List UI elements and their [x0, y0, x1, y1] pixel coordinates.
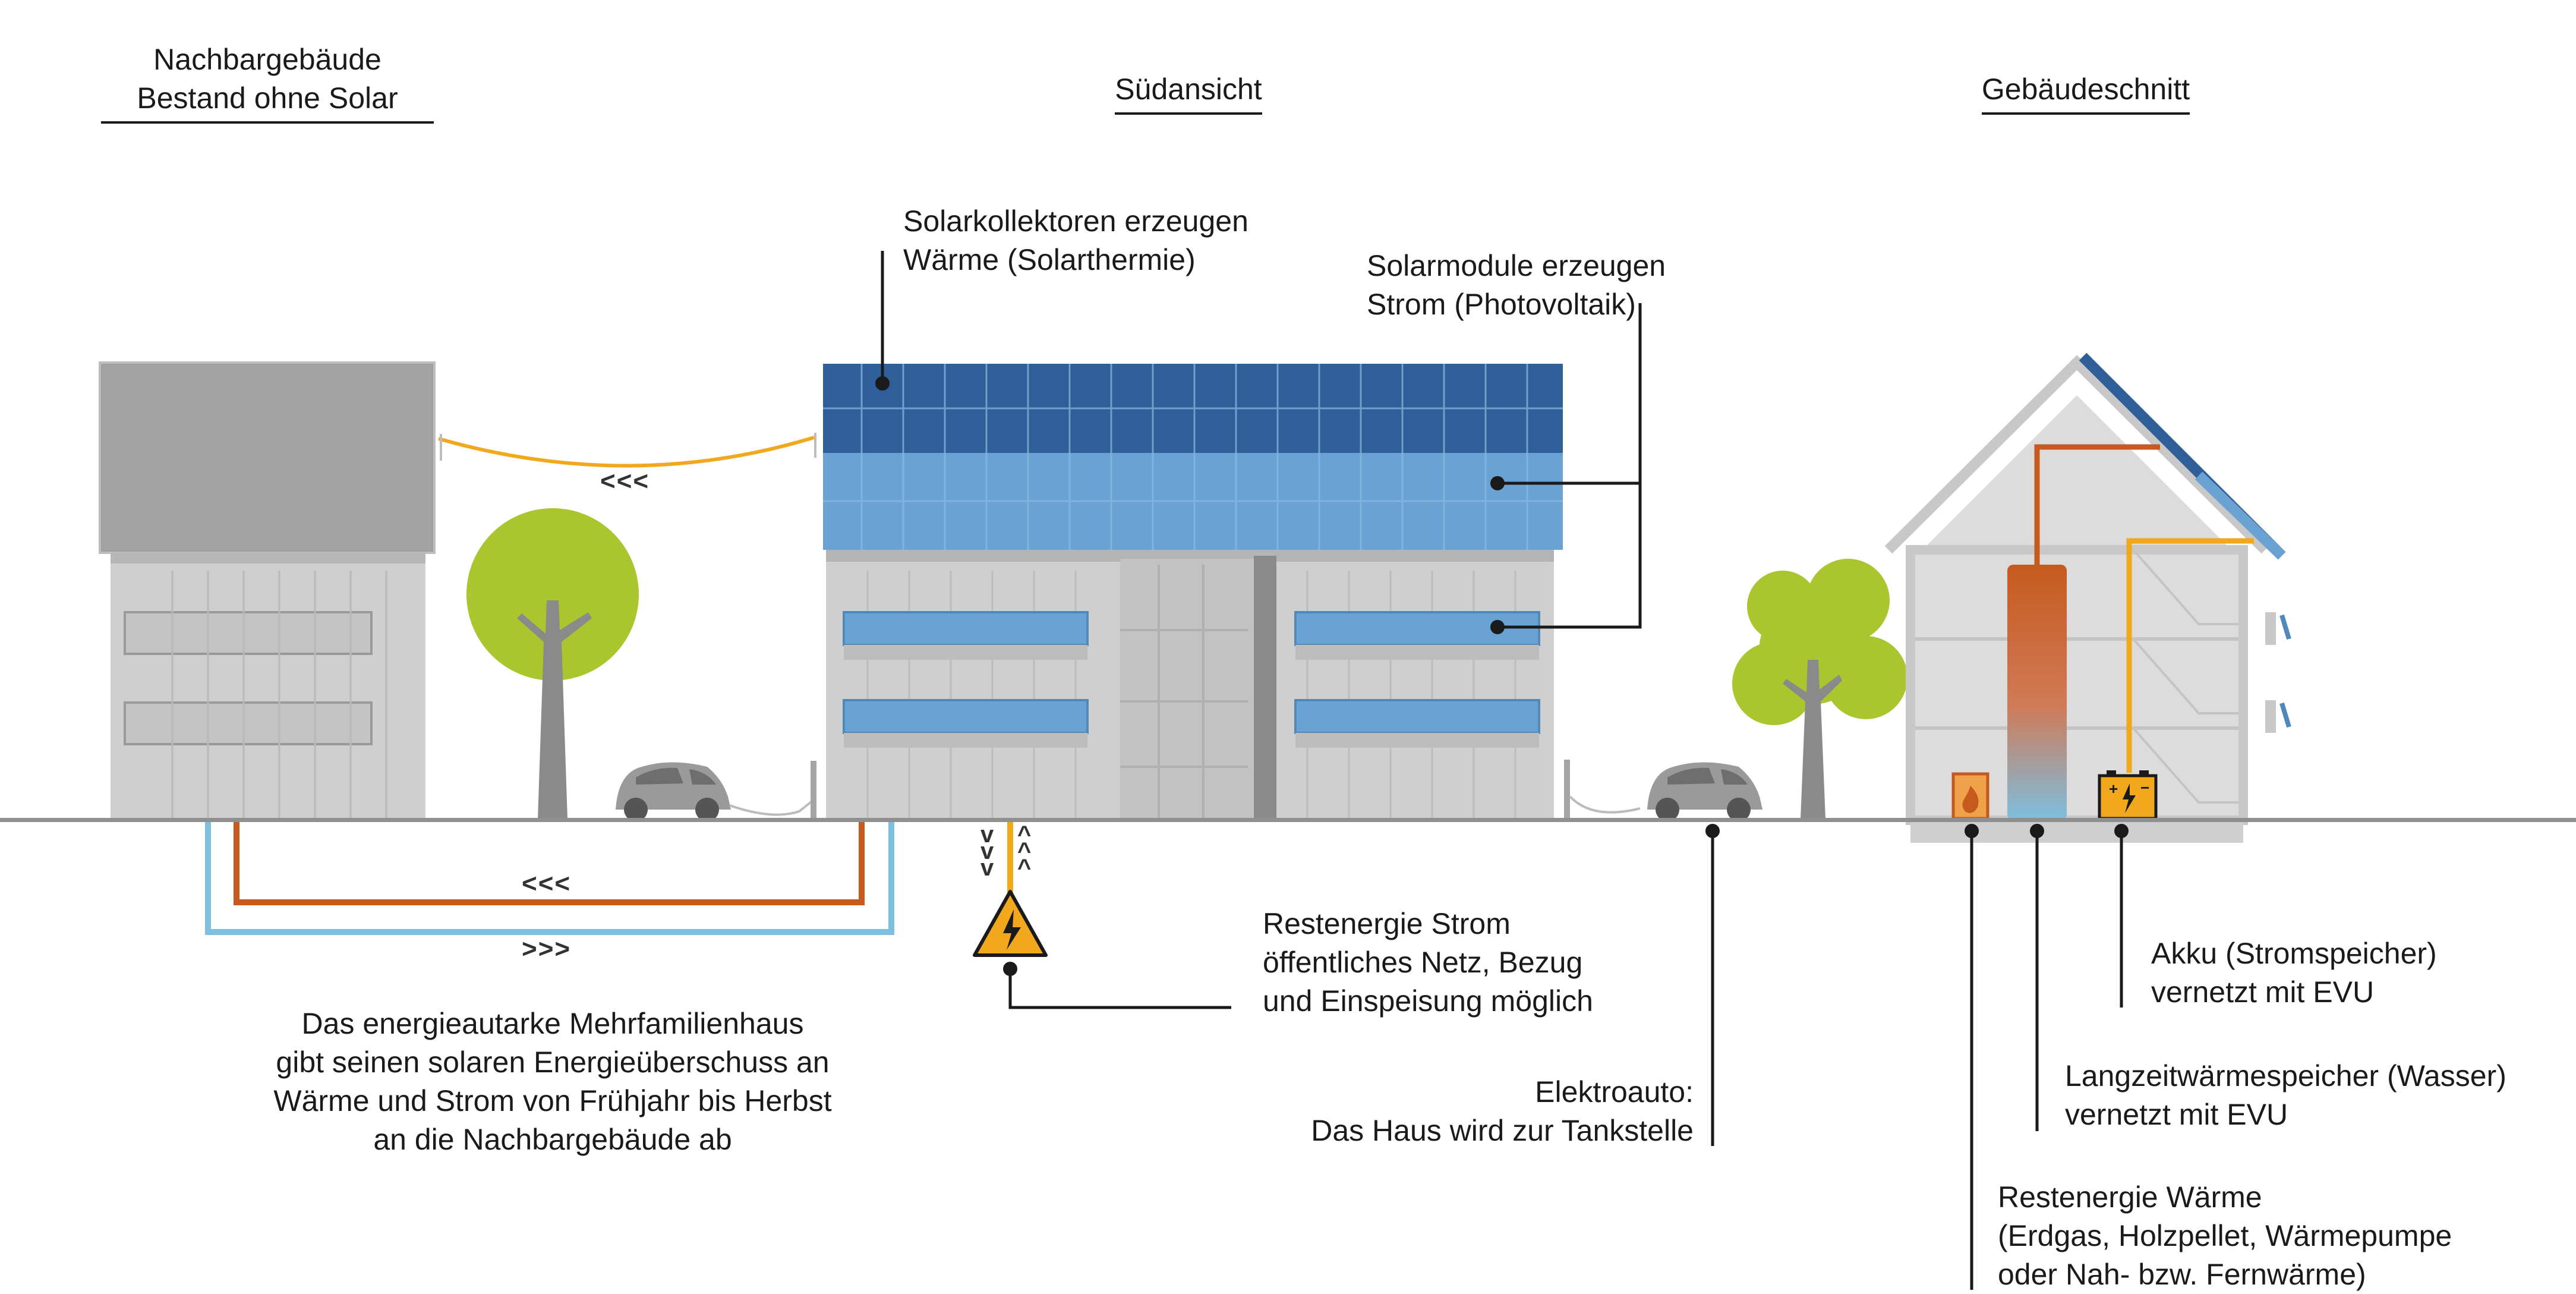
tree-icon — [1732, 559, 1907, 819]
label-restenergie-waerme-line1: Restenergie Wärme — [1998, 1180, 2262, 1214]
label-restenergie-strom-line2: öffentliches Netz, Bezug — [1263, 946, 1583, 979]
leader-dots — [875, 376, 2129, 976]
lightning-warning-icon — [973, 890, 1048, 957]
label-restenergie-strom-line3: und Einspeisung möglich — [1263, 984, 1593, 1018]
label-waermespeicher: Langzeitwärmespeicher (Wasser) vernetzt … — [2065, 1057, 2506, 1134]
label-ueberschuss-line1: Das energieautarke Mehrfamilienhaus — [301, 1007, 804, 1040]
label-restenergie-strom: Restenergie Strom öffentliches Netz, Bez… — [1263, 905, 1593, 1021]
flame-icon — [1951, 772, 1989, 820]
heading-gebaeudeschnitt: Gebäudeschnitt — [1907, 70, 2264, 115]
grid-down-arrows: v v v — [980, 821, 995, 881]
label-photovoltaik-line1: Solarmodule erzeugen — [1367, 249, 1666, 282]
grid-up-arrows: ^ ^ ^ — [1017, 821, 1033, 881]
label-akku-line1: Akku (Stromspeicher) — [2151, 937, 2437, 970]
label-solarthermie: Solarkollektoren erzeugen Wärme (Solarth… — [903, 202, 1248, 279]
section-house — [1884, 352, 2291, 843]
neighbour-building — [99, 361, 436, 819]
tree-icon — [466, 508, 639, 819]
label-akku: Akku (Stromspeicher) vernetzt mit EVU — [2151, 934, 2437, 1012]
label-ueberschuss-line4: an die Nachbargebäude ab — [373, 1123, 732, 1156]
ground-line — [0, 818, 2576, 822]
heading-gebaeudeschnitt-text: Gebäudeschnitt — [1981, 70, 2190, 115]
label-solarthermie-line1: Solarkollektoren erzeugen — [903, 204, 1248, 238]
main-building — [823, 364, 1563, 819]
electric-car-icon — [1647, 762, 1762, 821]
label-waermespeicher-line1: Langzeitwärmespeicher (Wasser) — [2065, 1059, 2506, 1092]
label-akku-line2: vernetzt mit EVU — [2151, 975, 2375, 1009]
charging-pole — [1564, 760, 1641, 819]
label-ueberschuss: Das energieautarke Mehrfamilienhaus gibt… — [202, 1005, 903, 1159]
heading-neighbour: Nachbargebäude Bestand ohne Solar — [101, 40, 434, 124]
label-ueberschuss-line3: Wärme und Strom von Frühjahr bis Herbst — [273, 1084, 832, 1117]
heading-suedansicht: Südansicht — [1010, 70, 1367, 115]
label-elektroauto: Elektroauto: Das Haus wird zur Tankstell… — [1212, 1073, 1694, 1150]
electric-car-icon — [616, 761, 816, 821]
label-restenergie-waerme-line3: oder Nah- bzw. Fernwärme) — [1998, 1258, 2366, 1291]
leader-lines — [881, 251, 2123, 1290]
label-waermespeicher-line2: vernetzt mit EVU — [2065, 1098, 2288, 1131]
svg-text:+: + — [2109, 780, 2118, 798]
heading-neighbour-line1: Nachbargebäude — [153, 43, 381, 76]
label-ueberschuss-line2: gibt seinen solaren Energieüberschuss an — [276, 1046, 830, 1079]
label-restenergie-waerme-line2: (Erdgas, Holzpellet, Wärmepumpe — [1998, 1219, 2452, 1252]
svg-text:−: − — [2140, 779, 2149, 796]
label-restenergie-waerme: Restenergie Wärme (Erdgas, Holzpellet, W… — [1998, 1178, 2452, 1294]
heat-storage-tank — [2007, 565, 2067, 820]
battery-icon: + − — [2098, 770, 2158, 820]
label-restenergie-strom-line1: Restenergie Strom — [1263, 907, 1511, 940]
heading-suedansicht-text: Südansicht — [1115, 70, 1262, 115]
power-cable — [438, 436, 815, 468]
district-pipes — [205, 822, 894, 935]
label-elektroauto-line1: Elektroauto: — [1535, 1075, 1694, 1109]
cable-flow-arrows: <<< — [600, 467, 650, 496]
label-solarthermie-line2: Wärme (Solarthermie) — [903, 243, 1196, 276]
label-elektroauto-line2: Das Haus wird zur Tankstelle — [1311, 1114, 1694, 1147]
heat-pipe-flow-arrows: <<< — [522, 869, 572, 898]
return-pipe-flow-arrows: >>> — [522, 934, 572, 964]
heading-neighbour-line2: Bestand ohne Solar — [101, 79, 434, 124]
label-photovoltaik-line2: Strom (Photovoltaik) — [1367, 288, 1636, 321]
label-photovoltaik: Solarmodule erzeugen Strom (Photovoltaik… — [1367, 247, 1666, 324]
